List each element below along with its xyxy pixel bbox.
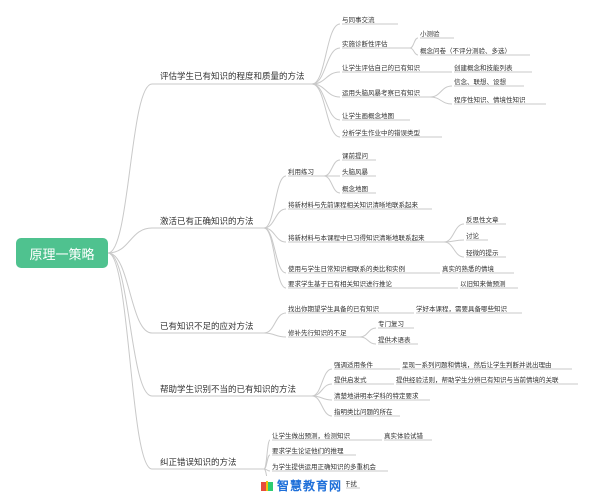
b2-node-1c[interactable]: 概念地图 [342,184,368,193]
b5-node-4a[interactable]: 干扰 [344,479,358,488]
root-node-label: 原理一策略 [29,247,95,263]
b1-connector [311,83,341,138]
b2-node-4a[interactable]: 真实的熟悉的情境 [442,264,495,273]
b3-node-2b[interactable]: 提供术语表 [378,335,411,344]
b2-connector [263,208,287,229]
b1-connector [311,83,341,121]
b2-node-5[interactable]: 要求学生基于已有相关知识进行推论 [288,279,393,288]
b5-node-1[interactable]: 让学生做出预测，检测知识 [272,431,351,440]
b3-node-2a[interactable]: 专门复习 [378,319,404,328]
branch-activate-label: 激活已有正确知识的方法 [160,217,254,227]
b2-sub [443,241,465,258]
b1-node-4a[interactable]: 信念、联想、设想 [454,77,507,86]
b4-node-1[interactable]: 强调适用条件 [334,360,374,369]
b1-node-4b[interactable]: 程序性知识、情境性知识 [454,95,526,104]
b4-node-4[interactable]: 指明类比问题的所在 [334,407,393,416]
b2-node-1b[interactable]: 头脑风暴 [342,167,369,176]
b4-connector [311,383,333,397]
b5-node-3[interactable]: 为学生提供运用正确知识的多重机会 [272,462,377,471]
b1-node-5[interactable]: 让学生画概念地图 [342,111,394,120]
root-branch-connector [107,227,153,254]
node-labels: 与同事交流实施诊断性评估让学生评估自己的已有知识运用头脑风暴考察已有知识让学生画… [272,15,559,488]
b1-node-3a[interactable]: 创建概念和技能列表 [454,63,513,72]
b4-connector [311,395,333,417]
b3-sub [359,327,377,338]
branch-assess-label: 评估学生已有知识的程度和质量的方法 [160,72,305,82]
b3-connector [263,332,287,338]
b3-node-2[interactable]: 修补先行知识的不足 [288,328,347,337]
b2-node-3a[interactable]: 反思性文章 [466,215,499,224]
b2-node-2[interactable]: 将新材料与先前课程相关知识清晰地联系起来 [288,200,419,209]
b1-sub [409,47,419,56]
root-node[interactable]: 原理一策略 [16,238,108,268]
b3-connector [263,312,287,334]
b4-connector [311,368,333,397]
b2-sub [443,223,465,243]
b2-node-3[interactable]: 将新材料与本课程中已习得知识清晰地联系起来 [288,233,425,242]
b1-node-3[interactable]: 让学生评估自己的已有知识 [342,63,421,72]
b4-node-2a[interactable]: 提供经验法则，帮助学生分辨已有知识与当前情境的关联 [396,375,559,384]
branch-insufficient-label: 已有知识不足的应对方法 [160,322,254,332]
branch-identify[interactable]: 帮助学生识别不当的已有知识的方法 [160,383,296,395]
root-branch-connector [107,83,153,254]
root-branch-connector [107,252,153,397]
b2-connector [263,175,287,229]
branch-identify-label: 帮助学生识别不当的已有知识的方法 [160,385,297,395]
b1-node-2b[interactable]: 概念问卷（不评分测验、多选） [420,46,511,55]
b2-node-4[interactable]: 使用与学生日常知识相联系的类比和实例 [288,264,405,273]
b1-sub [429,96,453,105]
b5-node-2[interactable]: 要求学生论证他们的推理 [272,446,344,455]
b1-connector [311,47,341,85]
b2-node-1a[interactable]: 课前提问 [342,151,368,160]
b1-connector [311,23,341,85]
connector-lines [107,23,578,489]
root-branch-connector [107,252,153,470]
b4-node-2[interactable]: 提供启发式 [334,375,367,384]
b1-connector [311,71,341,85]
b2-sub [323,159,341,177]
b2-node-3b[interactable]: 讨论 [466,231,480,240]
b5-connector [263,439,271,470]
b2-node-1[interactable]: 利用练习 [288,167,314,176]
branch-correct-label: 纠正错误知识的方法 [160,458,237,468]
watermark-text: 智慧教育网 [277,479,343,493]
b1-node-6[interactable]: 分析学生作业中的错误类型 [342,128,421,137]
branch-insufficient[interactable]: 已有知识不足的应对方法 [160,320,254,332]
branch-assess[interactable]: 评估学生已有知识的程度和质量的方法 [160,70,305,82]
book-logo-icon [261,480,273,491]
branch-activate[interactable]: 激活已有正确知识的方法 [160,215,254,227]
watermark: 智慧教育网 [256,476,347,495]
branch-correct[interactable]: 纠正错误知识的方法 [160,456,237,468]
b5-node-1a[interactable]: 真实体验试错 [384,431,424,440]
b3-node-1a[interactable]: 学好本课程，需要具备哪些知识 [416,304,508,313]
b3-node-1[interactable]: 找出你期望学生具备的已有知识 [288,304,380,313]
b1-sub [429,85,453,98]
b1-node-1[interactable]: 与同事交流 [342,15,375,24]
b1-sub [409,37,419,49]
b1-node-2a[interactable]: 小测验 [420,29,440,38]
b2-node-3c[interactable]: 轻微的提示 [466,248,499,257]
b4-node-1a[interactable]: 呈现一系列问题和情境，然后让学生判断并说出理由 [402,360,552,369]
b2-sub [323,175,341,194]
b1-node-4[interactable]: 运用头脑风暴考察已有知识 [342,88,421,97]
b2-connector [263,227,287,289]
b3-sub [359,336,377,345]
root-branch-connector [107,252,153,334]
b2-node-5a[interactable]: 以旧知来做预测 [460,279,506,288]
b1-node-2[interactable]: 实施诊断性评估 [342,39,388,48]
b4-node-3[interactable]: 清楚地讲明本学科的特定要求 [334,391,419,400]
